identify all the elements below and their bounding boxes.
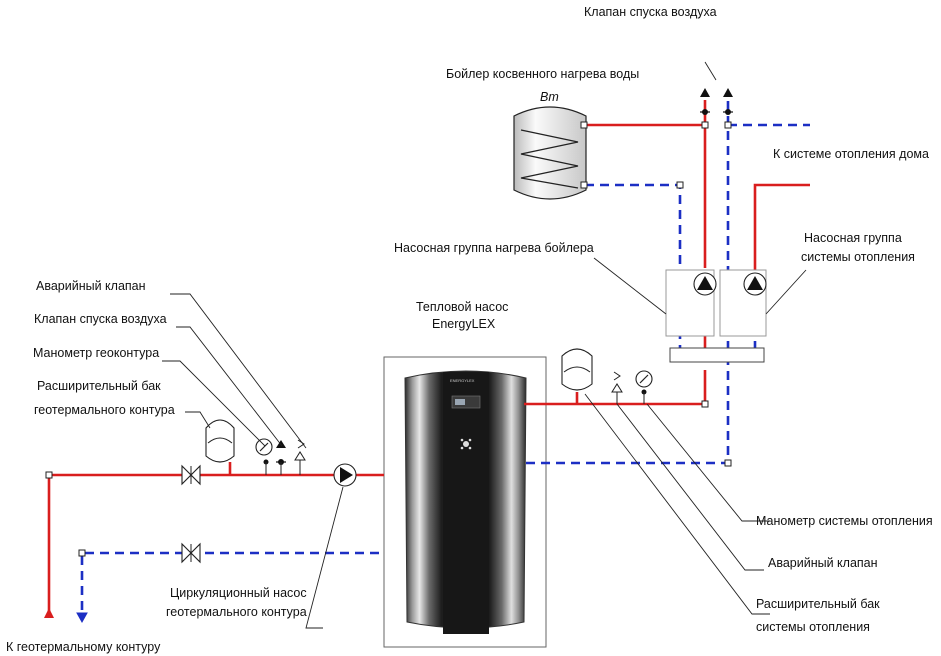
geo-return-arrow-icon: [76, 612, 88, 624]
geo-supply-arrow-icon: [44, 608, 54, 618]
label-circ-pump-2: геотермального контура: [166, 605, 307, 619]
air-valves-top: [700, 88, 733, 129]
heat-pump-unit: ENERGYLEX: [383, 356, 547, 648]
label-air-valve-left: Клапан спуска воздуха: [34, 312, 167, 326]
label-emergency-valve-right: Аварийный клапан: [768, 556, 878, 570]
label-pump-group-boiler: Насосная группа нагрева бойлера: [394, 241, 594, 255]
circulation-pump-geo: [333, 463, 357, 487]
label-exp-tank-heating-1: Расширительный бак: [756, 597, 880, 611]
emergency-valve-geo: [294, 439, 306, 475]
label-boiler: Бойлер косвенного нагрева воды: [446, 67, 639, 81]
shutoff-valve-return: [181, 542, 201, 564]
emergency-valve-heating: [611, 371, 623, 404]
label-exp-tank-heating-2: системы отопления: [756, 620, 870, 634]
expansion-tank-geo: [205, 419, 235, 463]
boiler-code: Bm: [540, 90, 559, 104]
manometer-geo: [255, 438, 273, 475]
shutoff-valve-supply: [181, 464, 201, 486]
manometer-heating: [635, 370, 653, 404]
label-manometer-geo: Манометр геоконтура: [33, 346, 159, 360]
label-exp-tank-geo-1: Расширительный бак: [37, 379, 161, 393]
label-circ-pump-1: Циркуляционный насос: [170, 586, 307, 600]
expansion-tank-heating: [561, 348, 593, 391]
svg-text:ENERGYLEX: ENERGYLEX: [450, 378, 475, 383]
pump-group-boiler: [665, 269, 717, 337]
label-air-valve-top: Клапан спуска воздуха: [584, 5, 717, 19]
label-heat-pump-1: Тепловой насос: [416, 300, 508, 314]
distribution-manifold: [669, 347, 765, 363]
boiler-tank: Bm: [513, 90, 684, 200]
pump-group-heating: [719, 269, 767, 337]
label-to-geo-circuit: К геотермальному контуру: [6, 640, 161, 654]
label-manometer-heating: Манометр системы отопления: [756, 514, 933, 528]
label-pump-group-heating-1: Насосная группа: [804, 231, 902, 245]
leader-lines: [162, 61, 807, 629]
label-heat-pump-2: EnergyLEX: [432, 317, 496, 331]
label-to-heating: К системе отопления дома: [773, 147, 929, 161]
label-exp-tank-geo-2: геотермального контура: [34, 403, 175, 417]
label-emergency-valve-left: Аварийный клапан: [36, 279, 146, 293]
label-pump-group-heating-2: системы отопления: [801, 250, 915, 264]
